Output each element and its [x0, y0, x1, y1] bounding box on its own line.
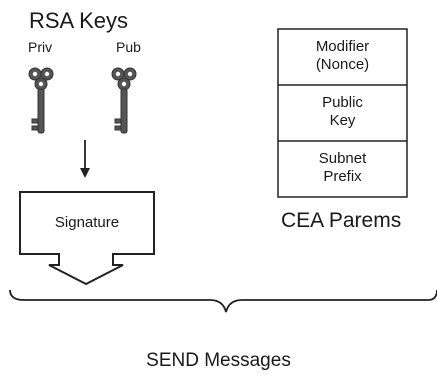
cea-cell-modifier: Modifier (Nonce)	[315, 38, 370, 73]
public-key-icon	[111, 67, 137, 134]
down-arrow-icon	[80, 140, 90, 178]
cea-cell-public-key: Public Key	[322, 94, 363, 129]
curly-brace	[9, 289, 437, 313]
cea-params-caption: CEA Parems	[281, 209, 402, 232]
signature-arrow-shape	[19, 191, 155, 286]
cea-params-table	[277, 28, 408, 198]
private-key-label: Priv	[28, 39, 53, 55]
public-key-label: Pub	[116, 39, 141, 55]
cea-cell-subnet-prefix: Subnet Prefix	[318, 150, 367, 185]
rsa-keys-title: RSA Keys	[29, 8, 129, 33]
private-key-icon	[28, 67, 54, 134]
send-messages-label: SEND Messages	[146, 350, 291, 371]
signature-label: Signature	[54, 214, 120, 231]
